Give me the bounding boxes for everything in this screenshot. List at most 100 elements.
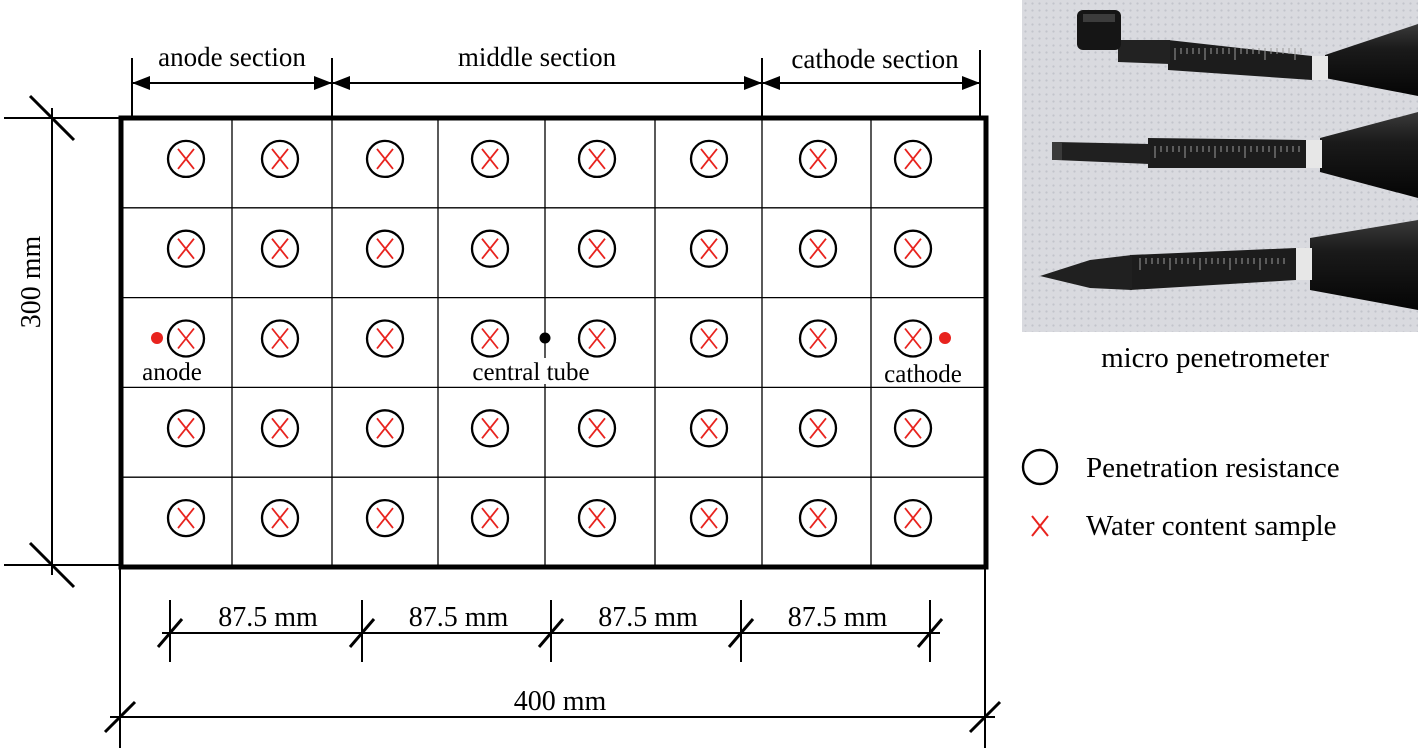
penetration-resistance-point [798,498,838,538]
cathode-section-label: cathode section [791,44,959,74]
central-tube-point [539,332,551,344]
sampling-point [166,139,206,179]
sampling-point [365,409,405,448]
penetration-resistance-point [470,498,510,538]
sampling-point [798,319,838,358]
electrode-label-backs [130,358,975,386]
container-box [118,115,989,570]
penetrometer-pen-1 [1077,10,1418,96]
sampling-point [260,319,300,358]
sampling-point [893,319,933,358]
water-content-sample-point [809,417,827,439]
section-dimension-arrows [131,50,981,118]
water-content-sample-point [481,507,499,529]
sampling-point [260,409,300,448]
sampling-point [166,229,206,268]
central-tube-label: central tube [472,359,589,386]
cathode-electrode [939,332,951,344]
legend-cross-icon [1031,515,1049,537]
width-label: 400 mm [514,686,607,717]
water-content-sample-point [904,238,922,260]
penetrometer-scale-marks [1139,48,1302,270]
water-content-sample-point [376,507,394,529]
legend: Penetration resistance Water content sam… [1021,448,1340,542]
sampling-point [893,139,933,179]
water-content-sample-point [588,417,606,439]
anode-electrode [151,332,163,344]
penetration-resistance-point [260,319,300,358]
legend-water-label: Water content sample [1086,510,1337,542]
penetration-resistance-point [893,498,933,538]
water-content-sample-point [700,327,718,350]
water-content-sample-point [588,507,606,529]
penetration-resistance-point [260,409,300,448]
water-content-sample-point [700,507,718,529]
segment-length-label: 87.5 mm [788,602,888,633]
anode-label: anode [142,359,202,386]
sampling-point [166,409,206,448]
water-content-sample-point [271,238,289,260]
sampling-grid [121,118,986,567]
penetration-resistance-point [577,139,617,179]
water-content-sample-point [376,238,394,260]
penetration-resistance-point [365,229,405,268]
sampling-point [893,498,933,538]
water-content-sample-point [271,507,289,529]
sampling-point [577,409,617,448]
penetration-resistance-point [689,139,729,179]
segment-length-label: 87.5 mm [598,602,698,633]
water-content-sample-point [700,238,718,260]
sampling-point [470,229,510,268]
water-content-sample-point [588,327,606,350]
height-label: 300 mm [16,236,47,329]
penetration-resistance-point [260,139,300,179]
penetration-resistance-point [470,319,510,358]
water-content-sample-point [904,148,922,170]
cathode-label: cathode [884,361,962,388]
penetration-resistance-point [166,229,206,268]
penetration-resistance-point [365,319,405,358]
segment-dimensions [156,600,944,662]
sampling-point [470,409,510,448]
sampling-point [365,498,405,538]
sampling-point [365,229,405,268]
penetration-resistance-point [798,139,838,179]
sampling-point [689,409,729,448]
penetration-resistance-point [577,319,617,358]
water-content-sample-point [271,327,289,350]
penetration-resistance-point [798,319,838,358]
penetration-resistance-point [798,409,838,448]
penetration-resistance-point [166,319,206,358]
water-content-sample-point [904,327,922,350]
water-content-sample-point [376,148,394,170]
penetration-resistance-point [893,409,933,448]
penetration-resistance-point [798,229,838,268]
penetration-resistance-point [577,498,617,538]
segment-length-label: 87.5 mm [409,602,509,633]
penetration-resistance-point [470,229,510,268]
sampling-point [689,319,729,358]
water-content-sample-point [177,238,195,260]
penetration-resistance-point [260,229,300,268]
water-content-sample-point [809,507,827,529]
penetration-resistance-point [689,498,729,538]
sampling-point [260,498,300,538]
sampling-point [798,498,838,538]
anode-section-label: anode section [158,42,306,72]
water-content-sample-point [809,238,827,260]
penetration-resistance-point [470,139,510,179]
water-content-sample-point [809,148,827,170]
water-content-sample-point [481,417,499,439]
penetration-resistance-point [577,409,617,448]
legend-penetration-label: Penetration resistance [1086,452,1340,484]
sampling-point [470,139,510,179]
penetration-resistance-point [689,229,729,268]
penetration-resistance-point [893,139,933,179]
sampling-point [260,139,300,179]
water-content-sample-point [904,507,922,529]
water-content-sample-point [271,417,289,439]
photo-caption: micro penetrometer [1101,342,1329,374]
sampling-point [470,319,510,358]
middle-section-label: middle section [458,42,617,72]
